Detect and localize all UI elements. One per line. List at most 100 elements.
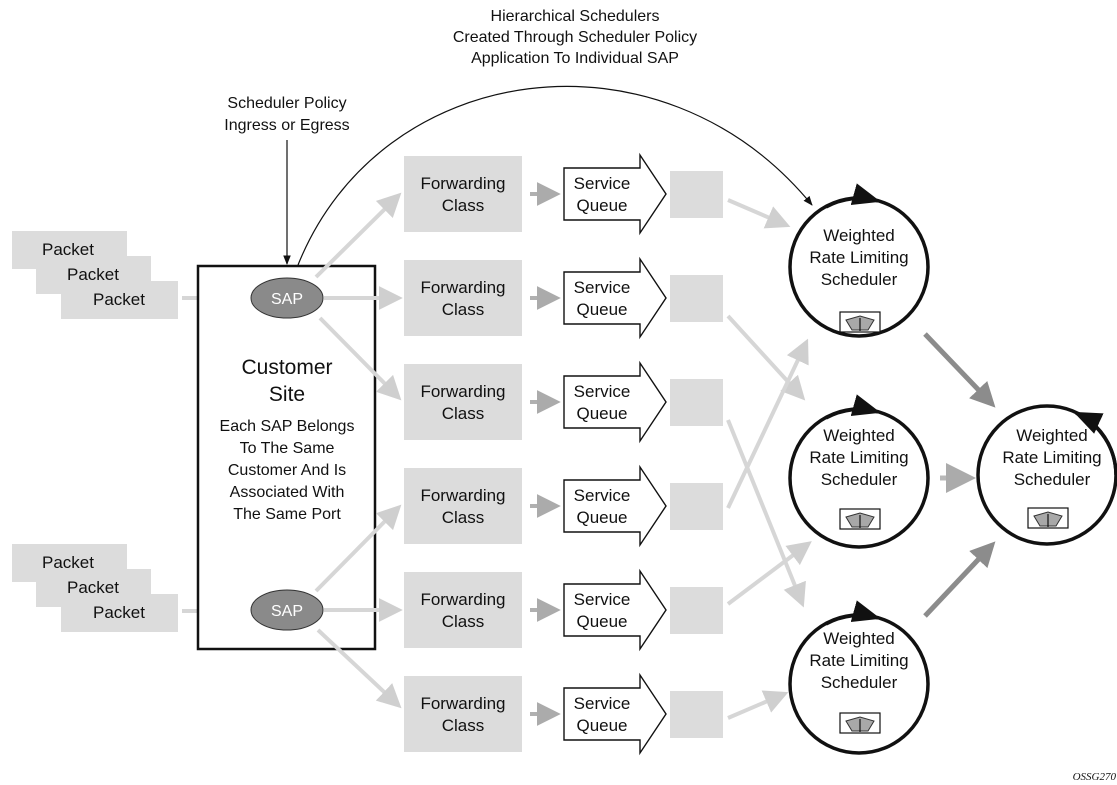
forwarding-class-label: Forwarding: [420, 382, 505, 401]
flow-arrow: [727, 198, 791, 229]
forwarding-class-box: Forwarding Class: [404, 364, 522, 440]
description-line: To The Same: [240, 440, 335, 457]
flow-arrow: [316, 628, 402, 709]
gauge-icon: [839, 508, 881, 530]
forwarding-class-label: Class: [442, 196, 485, 215]
forwarding-class-box: Forwarding Class: [404, 260, 522, 336]
scheduler: Weighted Rate Limiting Scheduler: [788, 600, 930, 755]
scheduler: Weighted Rate Limiting Scheduler: [788, 394, 930, 549]
queue-output-block: [670, 171, 723, 218]
service-queue-label: Queue: [576, 612, 627, 631]
scheduler-label: Weighted: [823, 226, 895, 245]
service-queue-label: Service: [574, 174, 631, 193]
description-line: Customer And Is: [228, 462, 346, 479]
flow-arrow: [726, 314, 806, 401]
flow-arrow: [314, 192, 402, 279]
service-queue: Service Queue: [563, 672, 667, 756]
scheduler-rotation-arrow: [825, 600, 881, 626]
caption-line: Hierarchical Schedulers: [491, 8, 660, 25]
forwarding-class-label: Class: [442, 300, 485, 319]
queue-to-scheduler-arrows: [726, 198, 812, 720]
customer-site-box: [196, 264, 377, 651]
scheduler-to-scheduler-arrows: [923, 332, 996, 618]
queue-output-block: [670, 379, 723, 426]
scheduler-rotation-arrow: [825, 183, 881, 209]
flow-arrow: [314, 504, 402, 593]
flow-arrow: [923, 332, 996, 408]
forwarding-class-label: Class: [442, 508, 485, 527]
queue-output-block: [670, 275, 723, 322]
scheduler-label: Scheduler: [1014, 470, 1091, 489]
sap-to-class-arrows: [314, 192, 403, 709]
sap-label: SAP: [271, 291, 303, 308]
queue-output-block: [670, 587, 723, 634]
caption-line: Ingress or Egress: [224, 117, 349, 134]
forwarding-class-label: Class: [442, 612, 485, 631]
packet-label: Packet: [93, 603, 145, 622]
forwarding-class-box: Forwarding Class: [404, 156, 522, 232]
flow-arrow: [923, 541, 996, 618]
service-queue-label: Service: [574, 590, 631, 609]
packet-group-bottom: Packet Packet Packet: [12, 544, 178, 632]
gauge-icon: [839, 712, 881, 734]
service-queue: Service Queue: [563, 152, 667, 236]
service-queue: Service Queue: [563, 568, 667, 652]
packet-label: Packet: [67, 578, 119, 597]
queue-output-block: [670, 691, 723, 738]
scheduler-label: Weighted: [823, 426, 895, 445]
forwarding-class-box: Forwarding Class: [404, 468, 522, 544]
scheduler-label: Weighted: [823, 629, 895, 648]
packet-group-top: Packet Packet Packet: [12, 231, 178, 319]
sap-node: [250, 589, 324, 631]
service-queue-label: Service: [574, 382, 631, 401]
description-line: The Same Port: [233, 506, 341, 523]
hierarchy-curve-arrow: [297, 85, 813, 266]
service-queue-label: Queue: [576, 404, 627, 423]
queue-output-blocks: [670, 171, 723, 738]
scheduler-label: Scheduler: [821, 470, 898, 489]
customer-site-description: Each SAP Belongs To The Same Customer An…: [220, 418, 355, 523]
scheduler-label: Rate Limiting: [1002, 448, 1101, 467]
gauge-icon: [839, 311, 881, 333]
description-line: Each SAP Belongs: [220, 418, 355, 435]
scheduler-label: Rate Limiting: [809, 248, 908, 267]
scheduler-policy-caption: Scheduler Policy Ingress or Egress: [224, 95, 349, 134]
service-queue-label: Service: [574, 278, 631, 297]
packet: [61, 281, 178, 319]
customer-site-title: Customer: [241, 356, 332, 379]
forwarding-class-label: Forwarding: [420, 590, 505, 609]
scheduler-label: Weighted: [1016, 426, 1088, 445]
service-queue-label: Queue: [576, 716, 627, 735]
forwarding-class-label: Forwarding: [420, 694, 505, 713]
sap-label: SAP: [271, 603, 303, 620]
service-queue-label: Queue: [576, 196, 627, 215]
scheduler: Weighted Rate Limiting Scheduler: [788, 183, 930, 338]
service-queue-label: Service: [574, 694, 631, 713]
scheduler-label: Rate Limiting: [809, 651, 908, 670]
service-queue-label: Queue: [576, 508, 627, 527]
forwarding-class-label: Forwarding: [420, 486, 505, 505]
class-to-queue-arrows: [530, 182, 561, 726]
service-queue-label: Queue: [576, 300, 627, 319]
service-queue: Service Queue: [563, 464, 667, 548]
sap-node: [250, 277, 324, 319]
hierarchical-schedulers-caption: Hierarchical Schedulers Created Through …: [453, 8, 697, 67]
service-queue-label: Service: [574, 486, 631, 505]
caption-line: Application To Individual SAP: [471, 50, 679, 67]
scheduler-rotation-arrow: [825, 394, 881, 420]
queue-output-block: [670, 483, 723, 530]
packet-label: Packet: [42, 240, 94, 259]
description-line: Associated With: [230, 484, 345, 501]
scheduler-label: Scheduler: [821, 270, 898, 289]
packet: [61, 594, 178, 632]
flow-arrow: [726, 419, 806, 608]
service-queue: Service Queue: [563, 256, 667, 340]
scheduler-label: Rate Limiting: [809, 448, 908, 467]
caption-line: Scheduler Policy: [227, 95, 346, 112]
flow-arrow: [726, 541, 812, 606]
forwarding-class-box: Forwarding Class: [404, 676, 522, 752]
customer-site-title: Site: [269, 383, 305, 406]
service-queue: Service Queue: [563, 360, 667, 444]
forwarding-class-label: Class: [442, 404, 485, 423]
